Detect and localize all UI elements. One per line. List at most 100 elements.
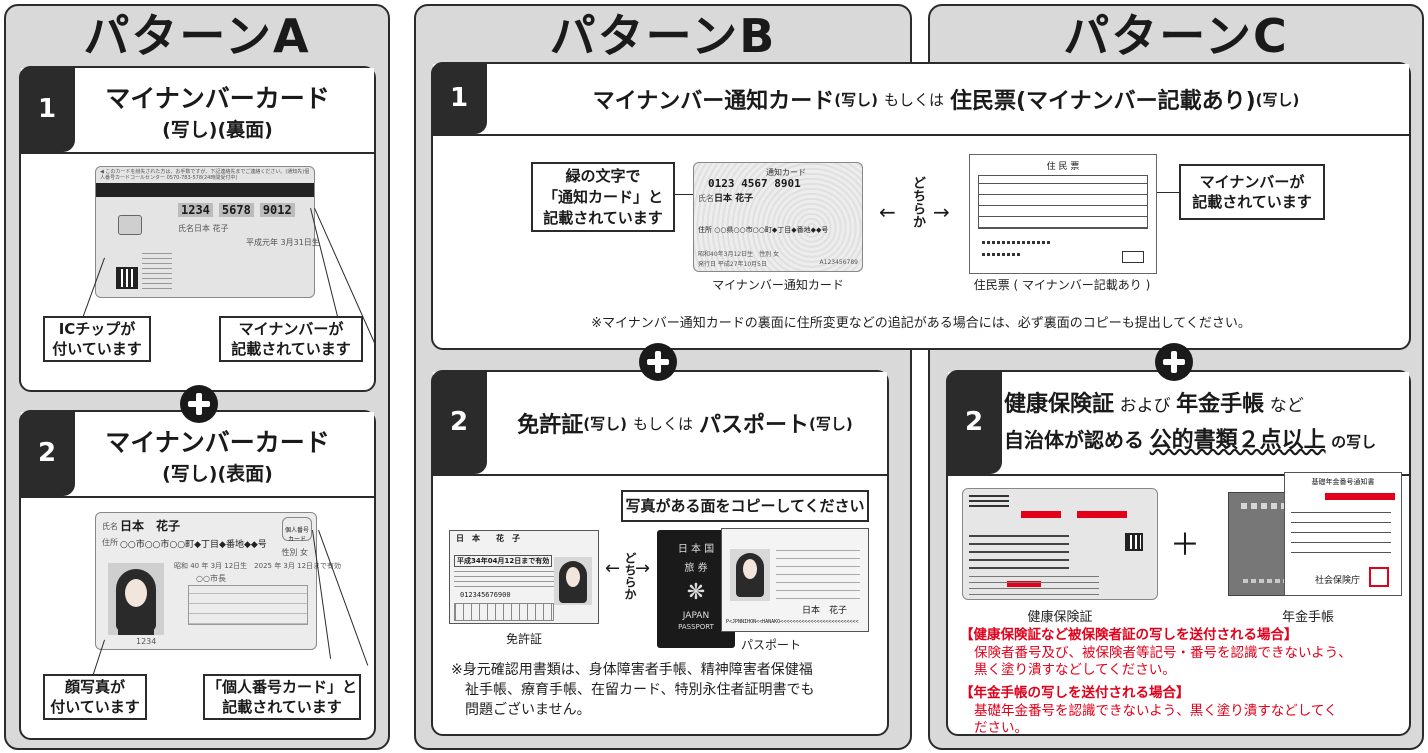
passport-caption: パスポート bbox=[740, 638, 801, 652]
callout-card-label: 「個人番号カード」と 記載されています bbox=[203, 674, 361, 720]
notif-caption: マイナンバー通知カード bbox=[712, 278, 844, 292]
step-number: 2 bbox=[946, 370, 1002, 474]
pattern-a-title: パターンA bbox=[83, 9, 311, 63]
pattern-a-step1-card: マイナンバーカード (写し)(裏面) 1 ◀ このカードを紛失された方は、お手数… bbox=[19, 66, 377, 392]
jumin-seal bbox=[1122, 251, 1144, 263]
left-arrow-icon: ← bbox=[879, 200, 896, 224]
pension-office: 社会保険庁 bbox=[1315, 576, 1361, 586]
step1-heading: マイナンバーカード bbox=[105, 83, 330, 113]
heading-line2: 自治体が認める 公的書類２点以上 の写し bbox=[1004, 423, 1376, 459]
callout-green-text: 緑の文字で 「通知カード」と 記載されています bbox=[531, 162, 675, 232]
right-arrow-icon: → bbox=[933, 200, 950, 224]
passport-sub: PASSPORT bbox=[678, 623, 714, 631]
insurance-lines bbox=[969, 529, 1069, 569]
photo-portrait bbox=[554, 557, 592, 605]
card-badge: 個人番号 カード bbox=[282, 517, 312, 543]
license-lines bbox=[454, 571, 554, 587]
card-birth: 昭和 40 年 3月 12日生 2025 年 3月 12日まで有効 bbox=[174, 562, 342, 570]
jumin-dots bbox=[982, 241, 1052, 244]
jumin-label: 住民票(マイナンバー記載あり) bbox=[949, 89, 1256, 114]
plus-icon bbox=[180, 385, 218, 423]
insurance-caption: 健康保険証 bbox=[1027, 610, 1093, 625]
card-name-label: 氏名 bbox=[178, 224, 194, 233]
copy-label: (写し) bbox=[809, 414, 853, 433]
notif-issue: 発行日 平成27年10月5日 bbox=[698, 261, 767, 268]
photo-portrait bbox=[730, 549, 770, 601]
card-city: ○○市長 bbox=[196, 574, 226, 583]
card-text-lines bbox=[142, 249, 172, 289]
id-docs-note: ※身元確認用書類は、身体障害者手帳、精神障害者保健福 祉手帳、療育手帳、在留カー… bbox=[451, 662, 815, 718]
notif-card-label: マイナンバー通知カード bbox=[592, 89, 835, 114]
pattern-b-step1-header: マイナンバー通知カード (写し) もしくは 住民票(マイナンバー記載あり) (写… bbox=[433, 64, 1409, 136]
passport-type: 旅 券 bbox=[684, 563, 708, 574]
leader-line bbox=[675, 194, 695, 195]
callout-mynumber: マイナンバーが 記載されています bbox=[219, 316, 363, 362]
pension-notice-title: 基礎年金番号通知書 bbox=[1311, 478, 1375, 486]
passport-country: 日 本 国 bbox=[677, 544, 715, 555]
red-seal bbox=[1369, 567, 1389, 587]
qr-code-icon bbox=[116, 267, 138, 289]
license-grid bbox=[454, 603, 554, 621]
or-label: もしくは bbox=[632, 414, 693, 433]
callout-mynumber: マイナンバーが 記載されています bbox=[1179, 164, 1325, 220]
pension-book-title bbox=[1241, 503, 1299, 509]
notif-id: A123456789 bbox=[819, 259, 858, 266]
notif-name: 日本 花子 bbox=[714, 194, 754, 204]
pattern-a-step2-header: マイナンバーカード (写し)(表面) bbox=[21, 412, 374, 498]
notif-name-label: 氏名 bbox=[698, 194, 714, 203]
leader-line bbox=[1157, 192, 1181, 193]
card-address: ○○市○○市○○町◆丁目◆番地◆◆号 bbox=[120, 540, 267, 550]
license-number: 012345676900 bbox=[460, 591, 511, 599]
step-number: 1 bbox=[19, 66, 75, 152]
card-notice: ◀ このカードを紛失された方は、お手数ですが、下記連絡先までご連絡ください。(通… bbox=[100, 169, 310, 181]
card-name: 日本 花子 bbox=[120, 519, 181, 533]
pattern-c-step2-header: 健康保険証 および 年金手帳 など 自治体が認める 公的書類２点以上 の写し bbox=[948, 372, 1409, 476]
either-label: どちらか bbox=[910, 176, 925, 228]
card-number-part: 9012 bbox=[259, 203, 295, 217]
either-label: どちらか bbox=[623, 552, 637, 600]
pattern-b-step2-header: 免許証 (写し) もしくは パスポート (写し) bbox=[433, 372, 887, 476]
or-label: もしくは bbox=[883, 90, 944, 109]
qr-code-icon bbox=[1125, 533, 1143, 551]
ic-chip-icon bbox=[118, 215, 142, 235]
card-footer-num: 1234 bbox=[136, 637, 157, 646]
license-caption: 免許証 bbox=[505, 632, 542, 646]
insurance-label: 健康保険証 bbox=[1004, 391, 1115, 417]
pattern-b-step1-card: マイナンバー通知カード (写し) もしくは 住民票(マイナンバー記載あり) (写… bbox=[431, 62, 1411, 350]
chrysanthemum-icon: ❋ bbox=[686, 580, 706, 605]
and-label: および bbox=[1119, 395, 1171, 416]
jumin-caption: 住民票 ( マイナンバー記載あり ) bbox=[973, 278, 1151, 292]
passport-lines bbox=[776, 549, 860, 599]
step-number: 2 bbox=[19, 410, 75, 496]
pattern-a-panel: パターンA マイナンバーカード (写し)(裏面) 1 ◀ このカードを紛失された… bbox=[4, 4, 390, 750]
callout-ic-chip: ICチップが 付いています bbox=[43, 316, 151, 362]
pattern-c-title: パターンC bbox=[1063, 9, 1289, 63]
step-number: 1 bbox=[431, 62, 487, 134]
card-name-label: 氏名 bbox=[102, 522, 118, 531]
passport-page: 日本 花子 P<JPNNIHON<<HANAKO<<<<<<<<<<<<<<<<… bbox=[721, 528, 869, 632]
passport-signature: 日本 花子 bbox=[802, 606, 848, 616]
warn2-title: 【年金手帳の写しを送付される場合】 bbox=[960, 685, 1190, 701]
redact-bar bbox=[1077, 511, 1127, 518]
left-arrow-icon: ← bbox=[605, 558, 621, 579]
leader-line bbox=[318, 530, 369, 666]
card-address-label: 住所 bbox=[102, 538, 118, 547]
step2-heading: マイナンバーカード bbox=[105, 427, 330, 457]
callout-copy-photo: 写真がある面をコピーしてください bbox=[621, 490, 869, 522]
redact-bar bbox=[1021, 511, 1061, 518]
pension-notice-lines bbox=[1291, 505, 1391, 553]
license-name: 日 本 花 子 bbox=[456, 534, 520, 543]
insurance-footer-lines bbox=[969, 575, 1099, 595]
heading-line1: 健康保険証 および 年金手帳 など bbox=[1004, 388, 1304, 423]
card-blank-fields bbox=[188, 585, 308, 625]
passport-label: パスポート bbox=[699, 413, 810, 438]
passport-mrz: P<JPNNIHON<<HANAKO<<<<<<<<<<<<<<<<<<<<<<… bbox=[726, 619, 859, 625]
plus-icon bbox=[1155, 343, 1193, 381]
notif-birth: 昭和40年3月12日生 性別 女 bbox=[698, 251, 779, 258]
card-name: 日本 花子 bbox=[194, 224, 229, 233]
license-expiry: 平成34年04月12日まで有効 bbox=[454, 555, 553, 567]
insurance-card-title bbox=[969, 493, 1009, 507]
redact-bar bbox=[1325, 493, 1395, 500]
notif-number: 0123 4567 8901 bbox=[708, 177, 801, 190]
pension-book-footer bbox=[1243, 579, 1297, 583]
